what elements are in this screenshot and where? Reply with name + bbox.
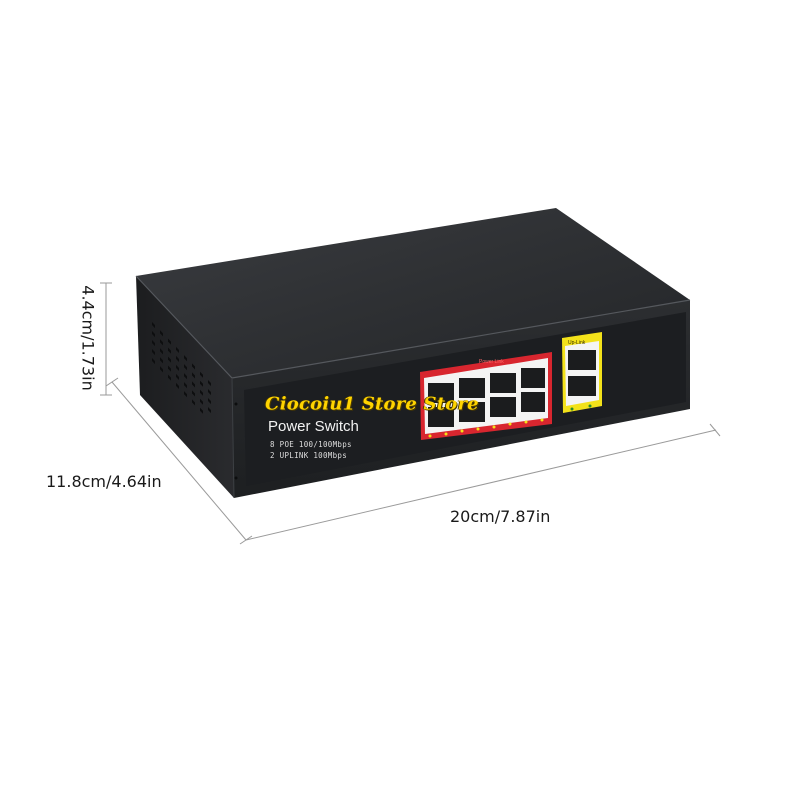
poe-port <box>428 407 454 427</box>
poe-port <box>428 383 454 403</box>
side-vents <box>152 322 211 414</box>
poe-port <box>459 402 485 422</box>
dimension-lines <box>100 282 721 545</box>
switch-body <box>135 208 691 499</box>
poe-port <box>490 373 516 393</box>
poe-port <box>521 392 545 412</box>
uplink-port-block <box>562 332 602 413</box>
uplink-group-label: Up-Link <box>568 340 586 346</box>
poe-group-label: Power Link <box>479 359 504 365</box>
poe-port <box>490 397 516 417</box>
uplink-port <box>568 350 596 370</box>
uplink-port <box>568 376 596 396</box>
screw-hole <box>234 476 238 480</box>
poe-port <box>459 378 485 398</box>
poe-ports <box>428 368 545 427</box>
screw-hole <box>234 402 238 406</box>
poe-port <box>521 368 545 388</box>
poe-port-block <box>420 352 552 440</box>
poe-leds <box>428 418 544 438</box>
width-dimension-label: 20cm/7.87in <box>450 507 551 526</box>
height-dimension-label: 4.4cm/1.73in <box>78 285 98 391</box>
spec-line-poe: 8 POE 100/100Mbps <box>270 440 352 449</box>
brand-text: Power Switch <box>268 418 359 435</box>
store-watermark: Ciocoiu1 Store Store <box>265 393 479 415</box>
spec-line-uplink: 2 UPLINK 100Mbps <box>270 451 348 460</box>
depth-dimension-label: 11.8cm/4.64in <box>46 472 162 491</box>
